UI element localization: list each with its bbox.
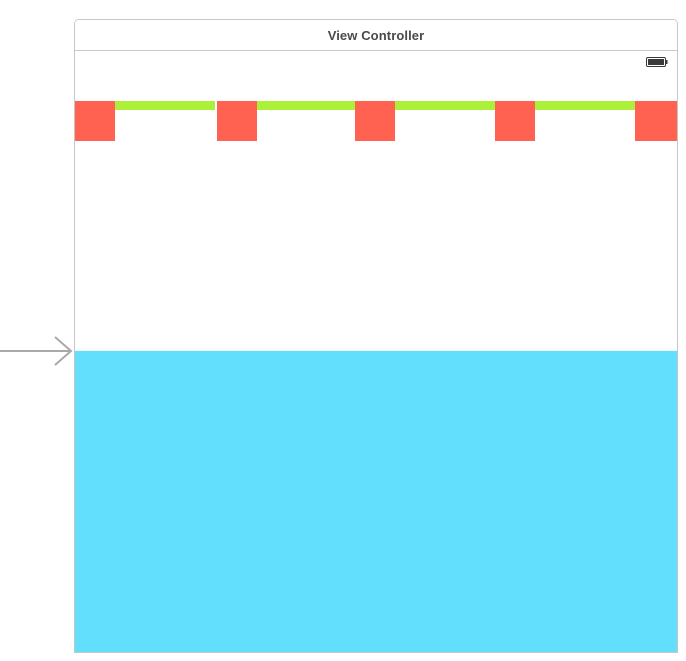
- separator-bar-4[interactable]: [535, 101, 635, 110]
- scene-title: View Controller: [327, 27, 425, 43]
- scene-title-bar[interactable]: View Controller: [75, 20, 677, 51]
- view-controller-scene[interactable]: View Controller: [74, 19, 678, 653]
- red-box-3[interactable]: [355, 101, 395, 141]
- root-view[interactable]: [75, 51, 677, 652]
- red-box-1[interactable]: [75, 101, 115, 141]
- status-bar: [75, 51, 677, 71]
- initial-view-controller-arrow-icon[interactable]: [0, 336, 74, 368]
- separator-bar-1[interactable]: [115, 101, 215, 110]
- battery-full-icon: [646, 57, 668, 67]
- blue-view-shadow: [75, 347, 677, 351]
- red-box-5[interactable]: [635, 101, 677, 141]
- red-box-4[interactable]: [495, 101, 535, 141]
- separator-bar-2[interactable]: [257, 101, 355, 110]
- red-box-2[interactable]: [217, 101, 257, 141]
- blue-view[interactable]: [75, 351, 677, 652]
- separator-bar-3[interactable]: [395, 101, 495, 110]
